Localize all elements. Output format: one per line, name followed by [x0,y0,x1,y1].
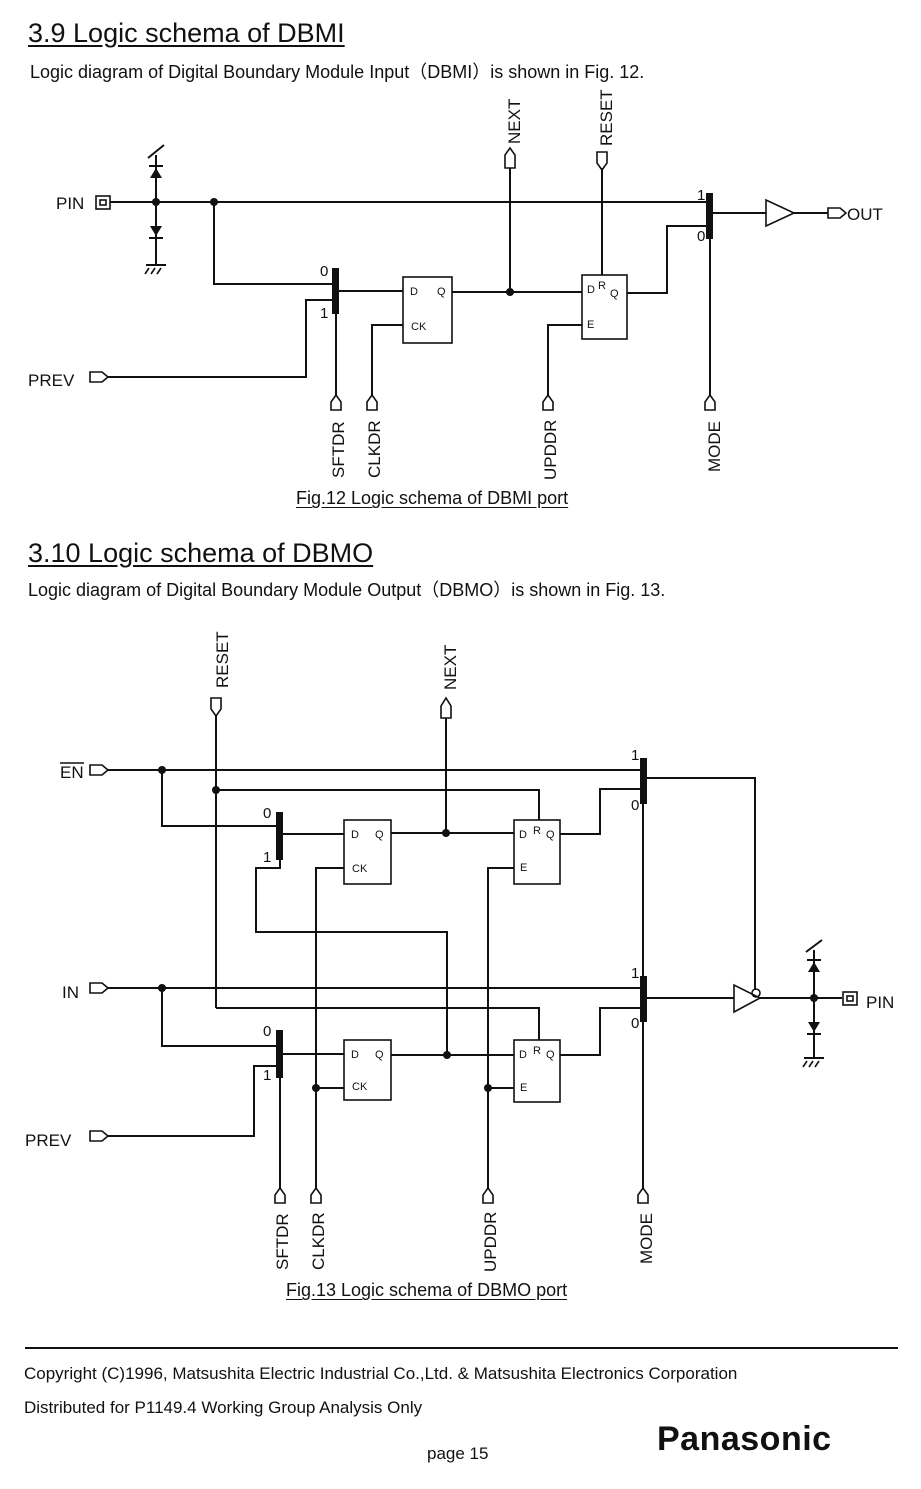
svg-text:R: R [533,1045,541,1057]
page-number: page 15 [427,1444,489,1463]
svg-text:CK: CK [352,863,368,875]
fig12-next-port-icon [504,146,516,169]
svg-text:R: R [598,280,606,292]
svg-text:D: D [519,1049,527,1061]
svg-text:0: 0 [263,1023,271,1040]
section-intro-dbmo: Logic diagram of Digital Boundary Module… [28,580,666,600]
footer-distribution: Distributed for P1149.4 Working Group An… [24,1398,423,1417]
fig12-pin-label: PIN [56,194,84,213]
svg-text:D: D [519,829,527,841]
svg-text:Q: Q [437,286,446,298]
svg-text:E: E [520,862,527,874]
fig13-prev-port-icon [89,1130,110,1142]
fig12-prev-port-icon [89,371,110,383]
fig13-clkdr-label: CLKDR [309,1212,328,1270]
svg-text:1: 1 [631,965,639,982]
fig12-pin-pad-icon [95,195,111,210]
fig13-lower-capture-flipflop [343,1039,392,1101]
fig13-upper-update-flipflop [513,819,561,885]
svg-text:D: D [587,284,595,296]
fig13-tristate-buffer-icon [733,983,762,1014]
footer-divider [25,1347,898,1349]
fig12-reset-port-icon [596,151,608,172]
svg-text:1: 1 [631,747,639,764]
fig13-lower-update-flipflop [513,1039,561,1103]
fig13-pin-label: PIN [866,993,894,1012]
svg-text:R: R [533,825,541,837]
fig13-en-port-icon [89,764,110,776]
fig13-upddr-label: UPDDR [481,1212,500,1272]
fig13-data-mux [640,976,647,1022]
svg-text:0: 0 [631,1015,639,1032]
fig12-prev-label: PREV [28,371,75,390]
svg-text:D: D [410,286,418,298]
fig12-diagram: PIN PREV 0 1 D Q CK D R Q E 1 0 [28,89,883,480]
svg-text:D: D [351,1049,359,1061]
fig13-mode-label: MODE [637,1213,656,1264]
svg-text:D: D [351,829,359,841]
svg-text:1: 1 [263,1067,271,1084]
svg-text:CK: CK [352,1081,368,1093]
fig12-shift-mux [332,268,339,314]
fig13-upper-shift-mux [276,812,283,860]
fig12-capture-flipflop [402,276,453,344]
fig13-caption: Fig.13 Logic schema of DBMO port [286,1280,568,1300]
fig13-in-port-icon [89,982,110,994]
fig12-reset-label: RESET [597,89,616,146]
fig12-output-mux [706,193,713,239]
fig13-in-label: IN [62,983,79,1002]
fig13-en-label: EN [60,763,84,782]
svg-text:1: 1 [320,305,328,322]
fig12-upddr-label: UPDDR [541,420,560,480]
svg-text:0: 0 [263,805,271,822]
svg-text:CK: CK [411,321,427,333]
svg-text:E: E [587,319,594,331]
footer-copyright: Copyright (C)1996, Matsushita Electric I… [24,1364,738,1383]
fig13-sftdr-label: SFTDR [273,1213,292,1270]
section-heading-dbmo: 3.10 Logic schema of DBMO [28,538,374,568]
svg-text:0: 0 [697,228,705,245]
fig12-out-label: OUT [847,205,883,224]
fig12-mode-label: MODE [705,421,724,472]
svg-text:Q: Q [610,288,619,300]
fig12-output-buffer-icon [765,198,796,228]
fig12-clkdr-label: CLKDR [365,420,384,478]
fig13-prev-label: PREV [25,1131,72,1150]
fig13-enable-mux [640,758,647,804]
svg-text:1: 1 [263,849,271,866]
fig12-update-flipflop [581,274,628,340]
fig13-reset-label: RESET [213,631,232,688]
svg-text:Q: Q [375,829,384,841]
fig12-out-port-icon [827,207,848,219]
fig13-pin-pad-icon [842,991,858,1006]
fig13-upper-capture-flipflop [343,819,392,885]
fig13-next-label: NEXT [441,645,460,690]
svg-text:Q: Q [546,829,555,841]
section-intro-dbmi: Logic diagram of Digital Boundary Module… [30,62,645,82]
fig12-caption: Fig.12 Logic schema of DBMI port [296,488,569,508]
svg-text:Q: Q [546,1049,555,1061]
fig13-next-port-icon [440,696,452,719]
panasonic-logo: Panasonic [657,1420,832,1458]
fig12-sftdr-label: SFTDR [329,421,348,478]
fig12-esd-diode-icon [144,144,166,275]
svg-text:E: E [520,1082,527,1094]
svg-text:1: 1 [697,187,705,204]
fig13-lower-shift-mux [276,1030,283,1078]
svg-text:Q: Q [375,1049,384,1061]
svg-text:0: 0 [631,797,639,814]
fig13-esd-diode-icon [802,939,824,1068]
section-heading-dbmi: 3.9 Logic schema of DBMI [28,18,345,48]
svg-text:0: 0 [320,263,328,280]
fig12-next-label: NEXT [505,99,524,144]
fig13-reset-port-icon [210,697,222,718]
